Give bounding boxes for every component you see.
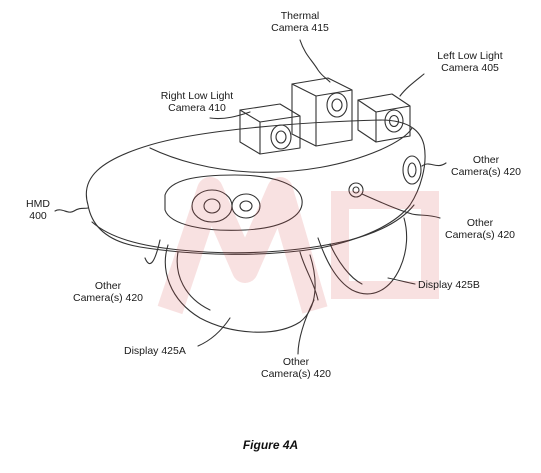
front-camera-pair-drawing — [191, 189, 261, 223]
hmd-lower-band — [91, 204, 415, 254]
thermal-camera-drawing — [291, 77, 353, 147]
leader-display-b — [387, 277, 416, 285]
nose-bridge — [299, 251, 319, 301]
leader-other-bottom — [297, 299, 315, 355]
label-other-cameras-right: Other Camera(s) 420 — [450, 154, 522, 178]
label-display-425a: Display 425A — [124, 345, 186, 357]
leader-right-low-light — [209, 111, 251, 120]
label-right-low-light-camera: Right Low Light Camera 410 — [160, 90, 234, 114]
leader-other-middle — [361, 193, 441, 219]
hmd-front-panel — [164, 174, 303, 231]
label-other-cameras-middle: Other Camera(s) 420 — [444, 217, 516, 241]
label-other-cameras-left: Other Camera(s) 420 — [72, 280, 144, 304]
hmd-body — [85, 119, 426, 255]
leader-display-a — [197, 317, 231, 347]
label-display-425b: Display 425B — [418, 279, 480, 291]
figure-caption: Figure 4A — [242, 438, 299, 452]
leader-other-left — [144, 239, 161, 264]
label-hmd: HMD 400 — [26, 198, 50, 222]
left-low-light-camera-drawing — [357, 93, 411, 143]
label-other-cameras-bottom: Other Camera(s) 420 — [260, 356, 332, 380]
display-425b-inner — [329, 243, 363, 285]
display-425b-drawing — [317, 217, 408, 295]
leader-hmd — [54, 207, 89, 213]
center-camera-drawing — [348, 182, 364, 198]
display-425a-inner — [176, 251, 211, 311]
label-left-low-light-camera: Left Low Light Camera 405 — [437, 50, 503, 74]
hmd-visor-edge — [149, 127, 413, 173]
leader-other-right — [421, 162, 447, 167]
leader-thermal — [299, 39, 331, 83]
side-camera-drawing — [402, 155, 422, 185]
leader-left-low-light — [399, 73, 425, 97]
right-low-light-camera-drawing — [239, 103, 301, 155]
display-425a-drawing — [164, 244, 316, 333]
label-thermal-camera: Thermal Camera 415 — [271, 10, 329, 34]
